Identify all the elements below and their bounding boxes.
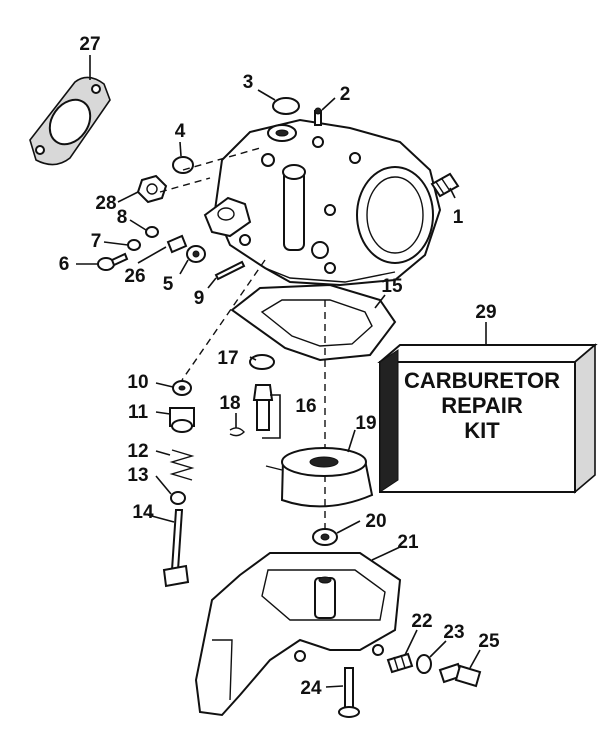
- part-16-valve: [252, 384, 274, 431]
- part-1-spring-screw: [430, 172, 460, 198]
- callout-23: 23: [443, 622, 464, 643]
- kit-label-line-1: CARBURETOR: [404, 368, 560, 393]
- part-18-clip: [229, 427, 245, 437]
- part-29-repair-kit-box: [377, 343, 598, 494]
- part-20-nut: [312, 528, 338, 546]
- kit-label-line-3: KIT: [464, 418, 500, 443]
- callout-25: 25: [478, 631, 500, 652]
- part-13-ring: [170, 491, 186, 505]
- callout-18: 18: [219, 393, 240, 414]
- callout-13: 13: [127, 465, 148, 486]
- part-21-float-bowl: [194, 552, 402, 717]
- part-11-seat: [169, 407, 195, 433]
- callout-12: 12: [127, 441, 148, 462]
- callout-17: 17: [217, 348, 238, 369]
- callout-15: 15: [381, 276, 403, 297]
- part-4-ball: [172, 156, 194, 174]
- callout-8: 8: [117, 207, 128, 228]
- callout-9: 9: [194, 288, 205, 309]
- callout-4: 4: [175, 121, 186, 142]
- callout-24: 24: [300, 678, 322, 699]
- callout-20: 20: [365, 511, 386, 532]
- part-6-screw: [97, 252, 129, 271]
- callout-6: 6: [59, 254, 70, 275]
- callout-16: 16: [295, 396, 316, 417]
- callout-2: 2: [340, 84, 351, 105]
- part-5-washer: [186, 245, 206, 263]
- part-15-bowl-gasket: [230, 283, 397, 362]
- callout-1: 1: [453, 207, 464, 228]
- part-12-spring: [169, 449, 195, 481]
- part-14-needle: [162, 509, 190, 588]
- callout-22: 22: [411, 611, 432, 632]
- kit-label-line-2: REPAIR: [441, 393, 523, 418]
- part-17-washer: [249, 354, 275, 370]
- part-22-spring: [386, 652, 414, 674]
- callout-28: 28: [95, 193, 116, 214]
- part-23-washer: [416, 654, 432, 674]
- part-26-fitting: [166, 234, 188, 254]
- leader-lines: [76, 55, 487, 688]
- callout-14: 14: [132, 502, 154, 523]
- part-10-washer: [172, 380, 192, 396]
- part-9-pin: [214, 260, 246, 281]
- callout-21: 21: [397, 532, 419, 553]
- alignment-lines: [159, 147, 326, 530]
- part-8-washer: [145, 226, 159, 238]
- part-3-welch-plug: [272, 97, 300, 115]
- callout-29: 29: [475, 302, 496, 323]
- part-27-flange-gasket: [29, 76, 111, 166]
- callout-19: 19: [355, 413, 376, 434]
- part-28-nut: [136, 174, 168, 204]
- callout-11: 11: [128, 402, 149, 423]
- part-25-fitting: [438, 662, 482, 688]
- callout-27: 27: [79, 34, 100, 55]
- callout-10: 10: [127, 372, 148, 393]
- callout-5: 5: [163, 274, 174, 295]
- callout-26: 26: [124, 266, 145, 287]
- part-7-washer: [127, 239, 141, 251]
- part-24-screw: [338, 667, 360, 718]
- part-19-float: [265, 447, 374, 508]
- callout-numbers: 27 3 2 4 28 8 7 6 26 5 9 1 15 29 17 10 1…: [59, 34, 500, 699]
- part-carburetor-body: [203, 118, 442, 287]
- callout-7: 7: [91, 231, 102, 252]
- callout-3: 3: [243, 72, 254, 93]
- part-2-screw: [314, 107, 322, 126]
